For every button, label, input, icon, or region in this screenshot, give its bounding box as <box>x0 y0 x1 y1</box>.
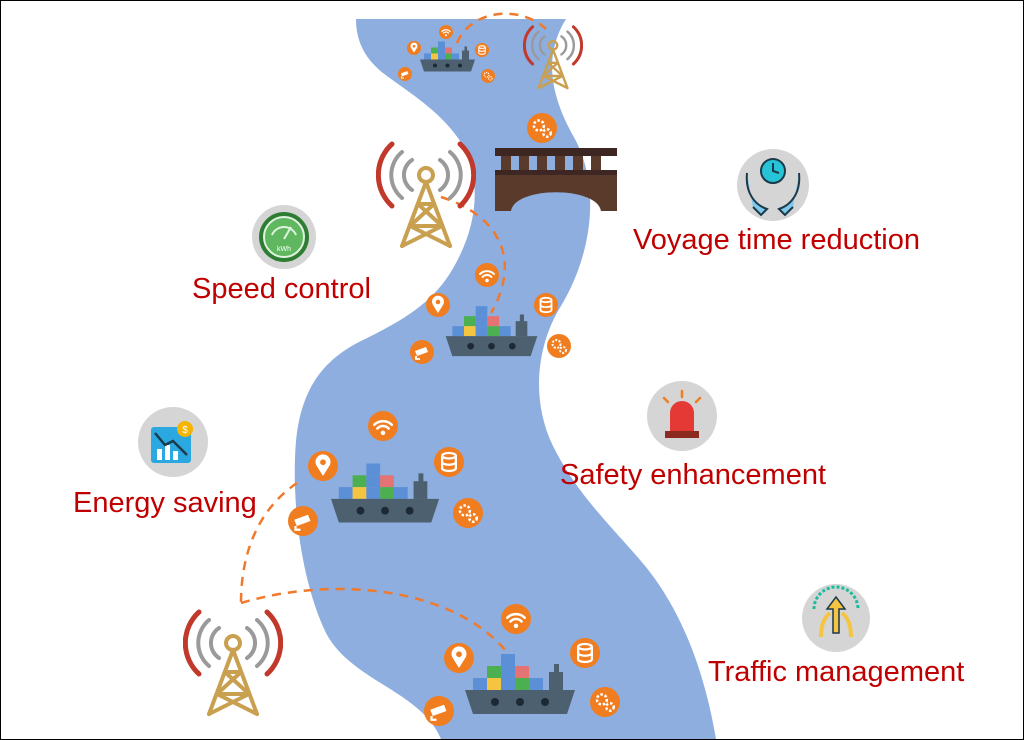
location-pin-icon <box>308 451 338 481</box>
voyage-time-reduction-label: Voyage time reduction <box>633 224 920 256</box>
location-pin-icon <box>407 41 421 55</box>
database-icon <box>534 293 558 317</box>
alarm-siren-icon <box>647 381 717 451</box>
cctv-camera-icon <box>424 696 454 726</box>
database-icon <box>434 447 464 477</box>
cctv-camera-icon <box>410 340 434 364</box>
link-top <box>455 12 547 44</box>
kwh-meter-icon: kWh <box>252 205 316 269</box>
wifi-icon <box>475 263 499 287</box>
river <box>294 19 716 739</box>
link-bottom <box>240 587 507 652</box>
tower-icon <box>185 612 280 714</box>
speed-control-label: Speed control <box>192 273 371 305</box>
gears-icon <box>453 498 483 528</box>
svg-text:$: $ <box>182 425 188 436</box>
location-pin-icon <box>426 293 450 317</box>
svg-text:kWh: kWh <box>277 246 291 253</box>
wifi-icon <box>368 411 398 441</box>
gears-icon <box>547 334 571 358</box>
gears-icon <box>590 687 620 717</box>
safety-enhancement-label: Safety enhancement <box>560 459 827 491</box>
tower-icon <box>378 144 473 246</box>
database-icon <box>475 43 489 57</box>
wifi-icon <box>501 604 531 634</box>
traffic-management-label: Traffic management <box>708 656 965 688</box>
bridge-icon <box>495 148 617 211</box>
energy-saving-label: Energy saving <box>73 487 257 519</box>
cctv-camera-icon <box>398 67 412 81</box>
cctv-camera-icon <box>288 506 318 536</box>
gears-icon <box>481 69 495 83</box>
link-energy <box>239 481 298 604</box>
hands-clock-icon <box>737 149 809 221</box>
gears-icon <box>527 113 557 143</box>
location-pin-icon <box>444 643 474 673</box>
route-arrows-icon <box>802 584 870 652</box>
database-icon <box>570 638 600 668</box>
wifi-icon <box>439 25 453 39</box>
cost-down-chart-icon: $ <box>138 407 208 477</box>
